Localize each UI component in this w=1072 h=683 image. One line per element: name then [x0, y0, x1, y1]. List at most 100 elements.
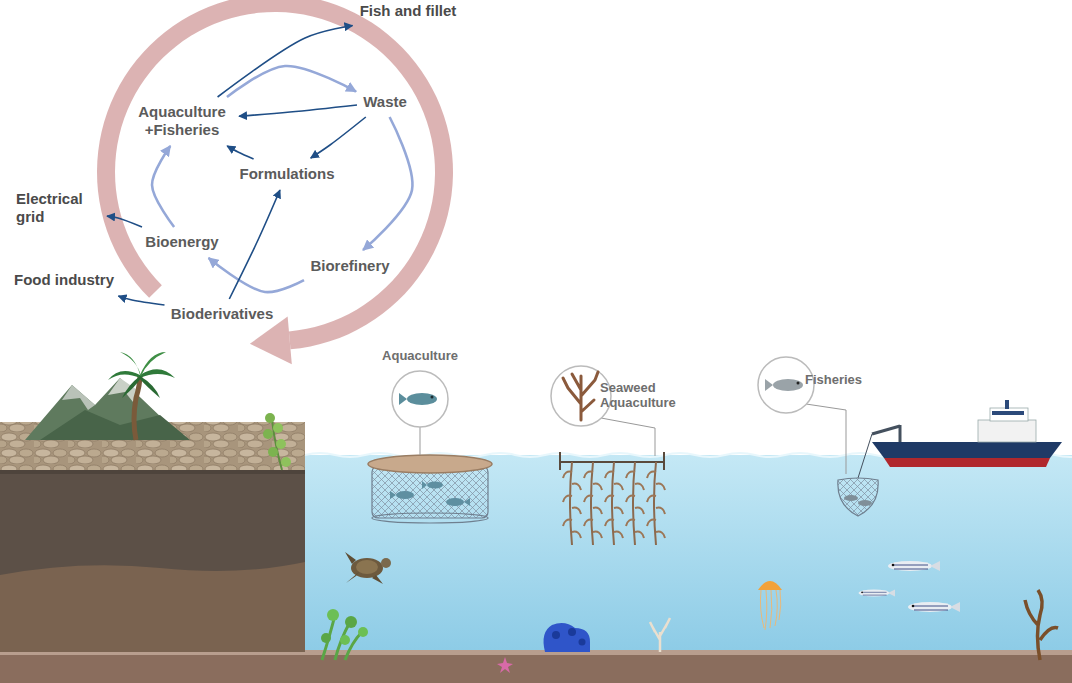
zebrafish: [930, 561, 940, 571]
fish-cage: [422, 481, 427, 489]
seaweed-farm: [635, 532, 644, 538]
leader-lines: [601, 418, 655, 456]
fish-cage: [390, 491, 396, 499]
fishing-net: [838, 478, 878, 516]
seaweed-farm: [593, 508, 602, 514]
node-label: Bioenergy: [145, 233, 219, 251]
flow-arrow: [239, 105, 357, 116]
icon-circles: [563, 372, 598, 420]
seafloor-life: [568, 628, 576, 636]
seaweed-farm: [612, 462, 614, 545]
zebrafish: [914, 610, 948, 611]
palm-tree: [140, 369, 175, 378]
cliff: [0, 562, 305, 652]
sea: [305, 455, 1072, 655]
seafloor-life: [327, 609, 339, 621]
palm-tree: [108, 371, 140, 380]
icon-circles: [399, 393, 407, 405]
output-label: Fish and fillet: [357, 0, 460, 23]
seaweed-farm: [647, 520, 656, 526]
scene-label: Seaweed Aquaculture: [600, 380, 690, 411]
seaweed-farm: [560, 461, 664, 463]
seaweed-farm: [626, 496, 635, 502]
cliff: [0, 470, 305, 474]
seaweed-farm: [563, 472, 572, 478]
seaweed-farm: [633, 462, 635, 545]
seaweed-farm: [626, 472, 635, 478]
seafloor-life: [340, 635, 350, 645]
fish-cage: [446, 498, 464, 506]
mountains: [40, 410, 190, 440]
palm-tree: [108, 352, 175, 440]
leader-lines: [420, 404, 846, 474]
zebrafish: [863, 593, 887, 594]
turtle: [345, 552, 391, 584]
cliff-plant: [273, 423, 283, 433]
seaweed-farm: [593, 532, 602, 538]
node-label: Food industry: [14, 271, 114, 289]
seaweed-farm: [563, 520, 572, 526]
seabed: [0, 652, 1072, 683]
seafloor-life: [322, 615, 362, 660]
node-label: Bioderivatives: [171, 305, 274, 323]
sea: [305, 453, 1072, 655]
mountains: [62, 385, 95, 410]
cliff-plant: [263, 429, 273, 439]
seaweed-farm: [614, 508, 623, 514]
cliff-plant: [265, 413, 275, 423]
flow-arrow: [311, 117, 366, 158]
scene-label-text: Fisheries: [805, 372, 862, 387]
zebrafish: [894, 565, 928, 566]
cycle-arrow: [363, 117, 412, 250]
cliff-plant: [263, 413, 291, 470]
zebrafish: [894, 567, 928, 568]
zebrafish: [859, 590, 895, 597]
node-label: Electrical grid: [16, 190, 100, 226]
scene-label-text: Aquaculture: [382, 348, 458, 363]
fishing-net: [858, 500, 872, 506]
seaweed-farm: [572, 484, 581, 490]
fish-cage: [464, 498, 470, 506]
icon-circles: [431, 396, 434, 399]
cycle-stage: Formulations: [236, 162, 338, 186]
cliff: [0, 422, 305, 652]
seaweed-farm: [663, 452, 665, 470]
flow-arrow: [118, 296, 164, 305]
output-label: Electrical grid: [13, 187, 103, 229]
fish-cage: [372, 466, 488, 518]
fishing-vessel: [978, 420, 1036, 442]
cycle-ring: [97, 0, 453, 364]
zebrafish: [888, 590, 895, 597]
fishing-vessel: [992, 411, 1024, 415]
zebrafish: [859, 561, 960, 612]
seafloor-life: [358, 627, 368, 637]
fishing-vessel: [872, 442, 1062, 458]
cliff-plant: [276, 439, 286, 449]
mountains: [25, 378, 190, 440]
zebrafish: [863, 590, 887, 591]
icon-circles: [392, 371, 448, 427]
seaweed-farm: [614, 532, 623, 538]
cycle-arrow: [227, 66, 356, 97]
seafloor-life: [650, 618, 670, 652]
cycle-stage: Bioenergy: [142, 230, 222, 254]
node-label: Aquaculture +Fisheries: [132, 103, 232, 139]
cycle-ring: [97, 0, 453, 349]
seafloor-life: [579, 639, 586, 646]
palm-tree: [122, 376, 141, 398]
node-label: Formulations: [239, 165, 335, 183]
cliff-plant: [268, 447, 278, 457]
jellyfish: [760, 590, 780, 630]
zebrafish: [914, 608, 948, 609]
palm-tree: [140, 352, 166, 376]
seafloor-life: [497, 657, 513, 673]
seaweed-farm: [614, 484, 623, 490]
icon-circles: [773, 379, 803, 391]
seaweed-farm: [572, 508, 581, 514]
fish-cage: [368, 455, 492, 523]
flow-arrow: [218, 26, 353, 97]
zebrafish: [914, 604, 948, 605]
seafloor-life: [321, 590, 1058, 673]
fishing-net: [838, 434, 878, 516]
